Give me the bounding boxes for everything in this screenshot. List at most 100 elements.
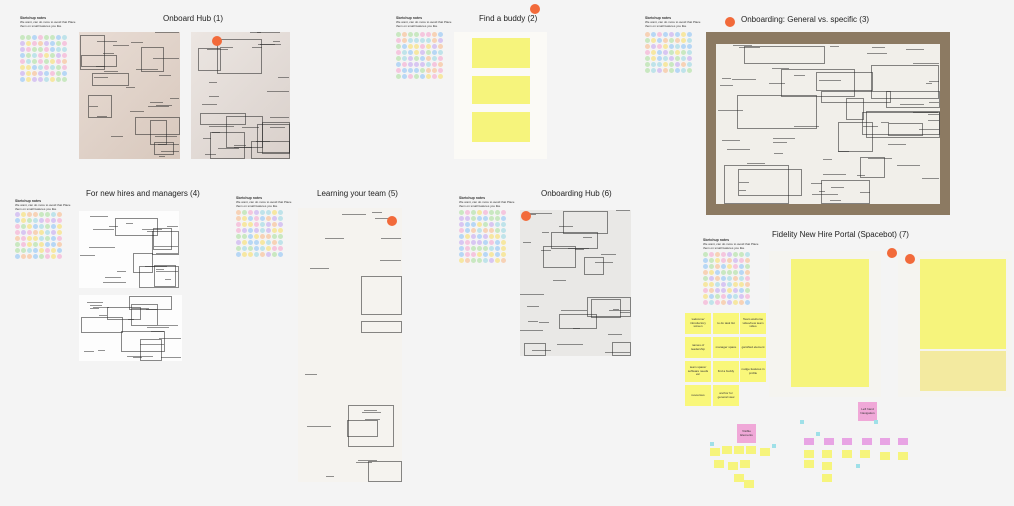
mini-sticky[interactable] xyxy=(880,452,890,460)
sketch-photo-onboard-hub-b[interactable] xyxy=(191,32,290,159)
mini-sticky[interactable] xyxy=(710,448,720,456)
mini-sticky[interactable] xyxy=(842,450,852,458)
sketch-box xyxy=(197,47,221,71)
mini-sticky[interactable] xyxy=(800,420,804,424)
sketch-scribble xyxy=(218,148,239,150)
vote-dot xyxy=(721,252,726,257)
sketch-scribble xyxy=(156,269,165,271)
sketch-photo-find-buddy[interactable] xyxy=(454,32,547,159)
vote-dot xyxy=(663,56,668,61)
sketch-scribble xyxy=(773,153,783,155)
sticky-note[interactable]: find a buddy xyxy=(713,361,739,382)
mini-sticky[interactable] xyxy=(842,438,852,445)
vote-dot xyxy=(51,218,56,223)
sketch-photo-general-specific[interactable] xyxy=(706,32,950,215)
mini-sticky[interactable] xyxy=(856,464,860,468)
marker-dot[interactable] xyxy=(905,254,915,264)
sticky-note[interactable]: team space/ software needs etc xyxy=(685,361,711,382)
sticky-note[interactable]: Team welcome video/new team video xyxy=(740,313,766,334)
sticky-note[interactable]: names of leadership xyxy=(685,337,711,358)
mini-sticky[interactable] xyxy=(824,438,834,445)
mini-sticky[interactable] xyxy=(734,446,744,454)
vote-dot xyxy=(657,50,662,55)
sketch-scribble xyxy=(372,212,382,214)
sketch-photo-onboard-hub-a[interactable] xyxy=(79,32,180,159)
vote-dot xyxy=(471,246,476,251)
vote-dot xyxy=(483,216,488,221)
marker-dot[interactable] xyxy=(521,211,531,221)
vote-dot xyxy=(715,276,720,281)
marker-dot[interactable] xyxy=(387,216,397,226)
vote-dot xyxy=(663,38,668,43)
mini-sticky[interactable] xyxy=(740,460,750,468)
mini-sticky[interactable] xyxy=(804,460,814,468)
sticky-note-pink[interactable]: Visible Elements xyxy=(737,424,756,443)
mini-sticky[interactable] xyxy=(710,442,714,446)
marker-dot[interactable] xyxy=(887,248,897,258)
vote-dot xyxy=(254,228,259,233)
vote-dot xyxy=(260,222,265,227)
mini-sticky[interactable] xyxy=(898,438,908,445)
mini-sticky[interactable] xyxy=(880,438,890,445)
mini-sticky[interactable] xyxy=(722,446,732,454)
vote-dot xyxy=(651,68,656,73)
vote-dot xyxy=(471,258,476,263)
mini-sticky[interactable] xyxy=(772,444,776,448)
sticky-note[interactable]: manager space xyxy=(713,337,739,358)
sticky-note[interactable]: to do task list xyxy=(713,313,739,334)
sketch-photo-spacebot-b[interactable] xyxy=(898,251,1012,397)
sticky-note[interactable]: welcome/ introductory screen xyxy=(685,313,711,334)
sticky-note[interactable]: nudge features in profile xyxy=(740,361,766,382)
sketch-photo-onboarding-hub-6[interactable] xyxy=(520,210,631,356)
mini-sticky[interactable] xyxy=(728,462,738,470)
vote-dot xyxy=(44,41,49,46)
mini-sticky[interactable] xyxy=(714,460,724,468)
sketch-photo-spacebot-a[interactable] xyxy=(769,251,881,397)
vote-dot xyxy=(721,282,726,287)
vote-dot xyxy=(681,44,686,49)
vote-dot xyxy=(396,56,401,61)
vote-dot xyxy=(495,234,500,239)
marker-dot[interactable] xyxy=(212,36,222,46)
mini-sticky[interactable] xyxy=(860,450,870,458)
marker-dot[interactable] xyxy=(725,17,735,27)
sketch-photo-new-hires-b[interactable] xyxy=(79,295,182,361)
mini-sticky[interactable] xyxy=(744,480,754,488)
vote-dot xyxy=(278,252,283,257)
sketch-box xyxy=(887,122,923,137)
sketch-photo-learning-team[interactable] xyxy=(298,208,402,482)
mini-sticky[interactable] xyxy=(862,438,872,445)
sticky-note-pink[interactable]: Left hand Navigation xyxy=(858,402,877,421)
mini-sticky[interactable] xyxy=(898,452,908,460)
sticky-note[interactable]: resources xyxy=(685,385,711,406)
sketch-scribble xyxy=(823,173,847,175)
sketch-box xyxy=(361,275,402,315)
vote-dot xyxy=(272,234,277,239)
mini-sticky[interactable] xyxy=(822,474,832,482)
mini-sticky[interactable] xyxy=(874,420,878,424)
mini-sticky[interactable] xyxy=(822,450,832,458)
mini-sticky[interactable] xyxy=(804,438,814,445)
vote-dot xyxy=(38,35,43,40)
sketch-scribble xyxy=(160,151,179,153)
vote-dot xyxy=(62,59,67,64)
mini-sticky[interactable] xyxy=(760,448,770,456)
sketch-photo-new-hires-a[interactable] xyxy=(79,211,179,288)
mini-sticky[interactable] xyxy=(734,474,744,482)
sketch-scribble xyxy=(154,245,178,247)
sketch-scribble xyxy=(355,461,373,463)
vote-dot xyxy=(51,248,56,253)
mini-sticky[interactable] xyxy=(804,450,814,458)
marker-dot[interactable] xyxy=(530,4,540,14)
sticky-note[interactable]: anchor for general view xyxy=(713,385,739,406)
vote-dot xyxy=(745,276,750,281)
mini-sticky[interactable] xyxy=(822,462,832,470)
vote-dot xyxy=(51,224,56,229)
sketch-scribble xyxy=(155,104,172,106)
mini-sticky[interactable] xyxy=(746,446,756,454)
sticky-note[interactable]: gamified element xyxy=(740,337,766,358)
vote-dot xyxy=(727,282,732,287)
vote-dot xyxy=(27,218,32,223)
mini-sticky[interactable] xyxy=(816,432,820,436)
